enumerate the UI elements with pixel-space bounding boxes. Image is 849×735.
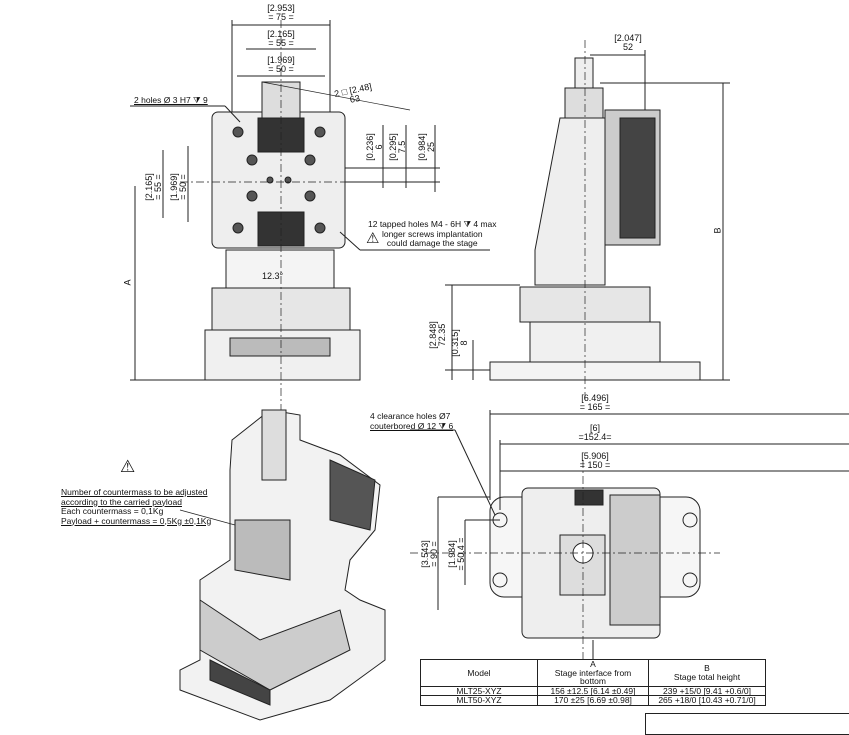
bottom-view-drawing xyxy=(410,410,849,660)
dim-72-35-label: [2.848]72.35 xyxy=(428,321,447,349)
dim-25-label: [0.984]25 xyxy=(417,133,436,161)
dim-55-label: [2.165]= 55 = xyxy=(267,29,295,48)
dim-7-5-label: [0.295]7.5 xyxy=(388,133,407,161)
dim-75-label: [2.953]= 75 = xyxy=(267,3,295,22)
dim-150-label: [5.906]= 150 = xyxy=(579,451,611,470)
dim-8-label: [0.315]8 xyxy=(450,329,469,357)
warning-icon: ⚠ xyxy=(366,230,380,247)
countermass-note: Number of countermass to be adjusted acc… xyxy=(61,487,212,526)
cell-model: MLT50-XYZ xyxy=(420,695,538,706)
warning-icon: ⚠ xyxy=(120,457,136,476)
side-view-drawing xyxy=(445,40,730,400)
isometric-view-drawing xyxy=(179,409,386,721)
top-view-drawing xyxy=(130,20,490,470)
header-model: Model xyxy=(420,659,538,687)
dim-6-label: [0.236]6 xyxy=(365,133,384,161)
dim-50-label: [1.969]= 50 = xyxy=(267,55,295,74)
title-block-frame xyxy=(645,713,849,735)
angle-label: 12.3° xyxy=(262,271,284,281)
dim-v55-label: [2.165]= 55 = xyxy=(144,173,163,201)
dim-90-label: [3.543]= 90 = xyxy=(420,540,439,568)
dim-52-label: [2.047]52 xyxy=(614,33,642,52)
dim-v50-label: [1.969]= 50 = xyxy=(169,173,188,201)
cell-b: 265 +18/0 [10.43 +0.71/0] xyxy=(648,695,766,706)
dim-165-label: [6.496]= 165 = xyxy=(579,393,611,412)
holes-note: 2 holes Ø 3 H7 ⧩ 9 xyxy=(134,95,208,105)
dim-a-label: A xyxy=(122,279,133,286)
dim-152-4-label: [6]=152.4= xyxy=(578,423,612,442)
cell-a: 170 ±25 [6.69 ±0.98] xyxy=(537,695,649,706)
dim-50-4-label: [1.984]= 50.4 = xyxy=(447,537,466,571)
dim-b-label: B xyxy=(712,227,723,234)
table-row: MLT50-XYZ 170 ±25 [6.69 ±0.98] 265 +18/0… xyxy=(420,695,766,706)
